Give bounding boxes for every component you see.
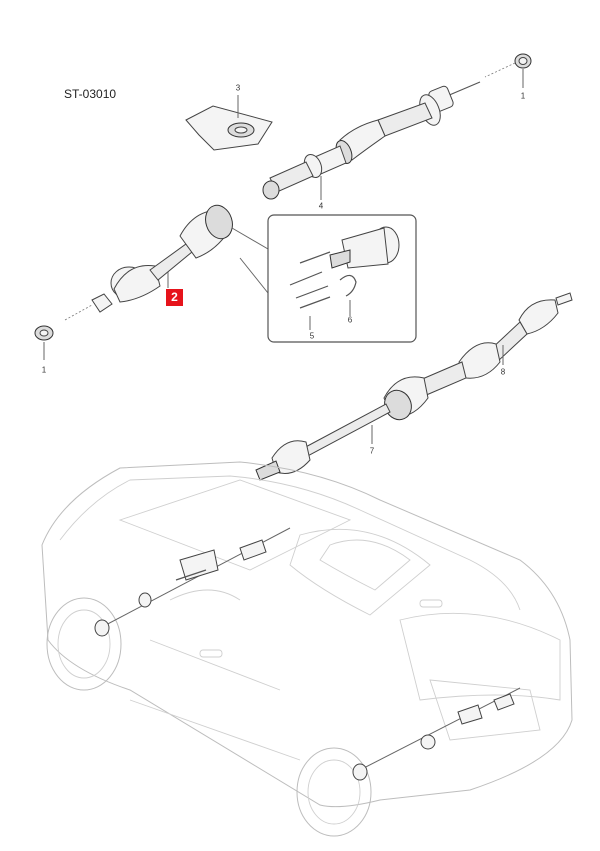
vehicle-drivetrain [94, 527, 521, 781]
callout-4: 4 [318, 201, 324, 211]
nut-top-icon[interactable] [484, 53, 532, 88]
vehicle-outline-icon [41, 461, 573, 837]
diagram-code: ST-03010 [64, 87, 117, 101]
bolts-5[interactable] [289, 251, 331, 330]
intermediate-shaft-4[interactable] [262, 81, 481, 200]
bracket-3[interactable] [185, 95, 273, 151]
callout-1-top: 1 [520, 91, 526, 101]
callout-3: 3 [235, 83, 241, 93]
detail-inset [231, 214, 417, 343]
nut-left-icon[interactable] [34, 325, 54, 360]
callout-5: 5 [309, 331, 315, 341]
drive-shaft-2[interactable] [64, 202, 237, 321]
callout-8: 8 [500, 367, 506, 377]
callout-7: 7 [369, 446, 375, 456]
callout-6: 6 [347, 315, 353, 325]
drive-shaft-7-8[interactable] [255, 292, 573, 481]
clip-6[interactable] [339, 274, 357, 316]
highlight-badge-2[interactable]: 2 [166, 289, 183, 306]
callout-1-left: 1 [41, 365, 47, 375]
